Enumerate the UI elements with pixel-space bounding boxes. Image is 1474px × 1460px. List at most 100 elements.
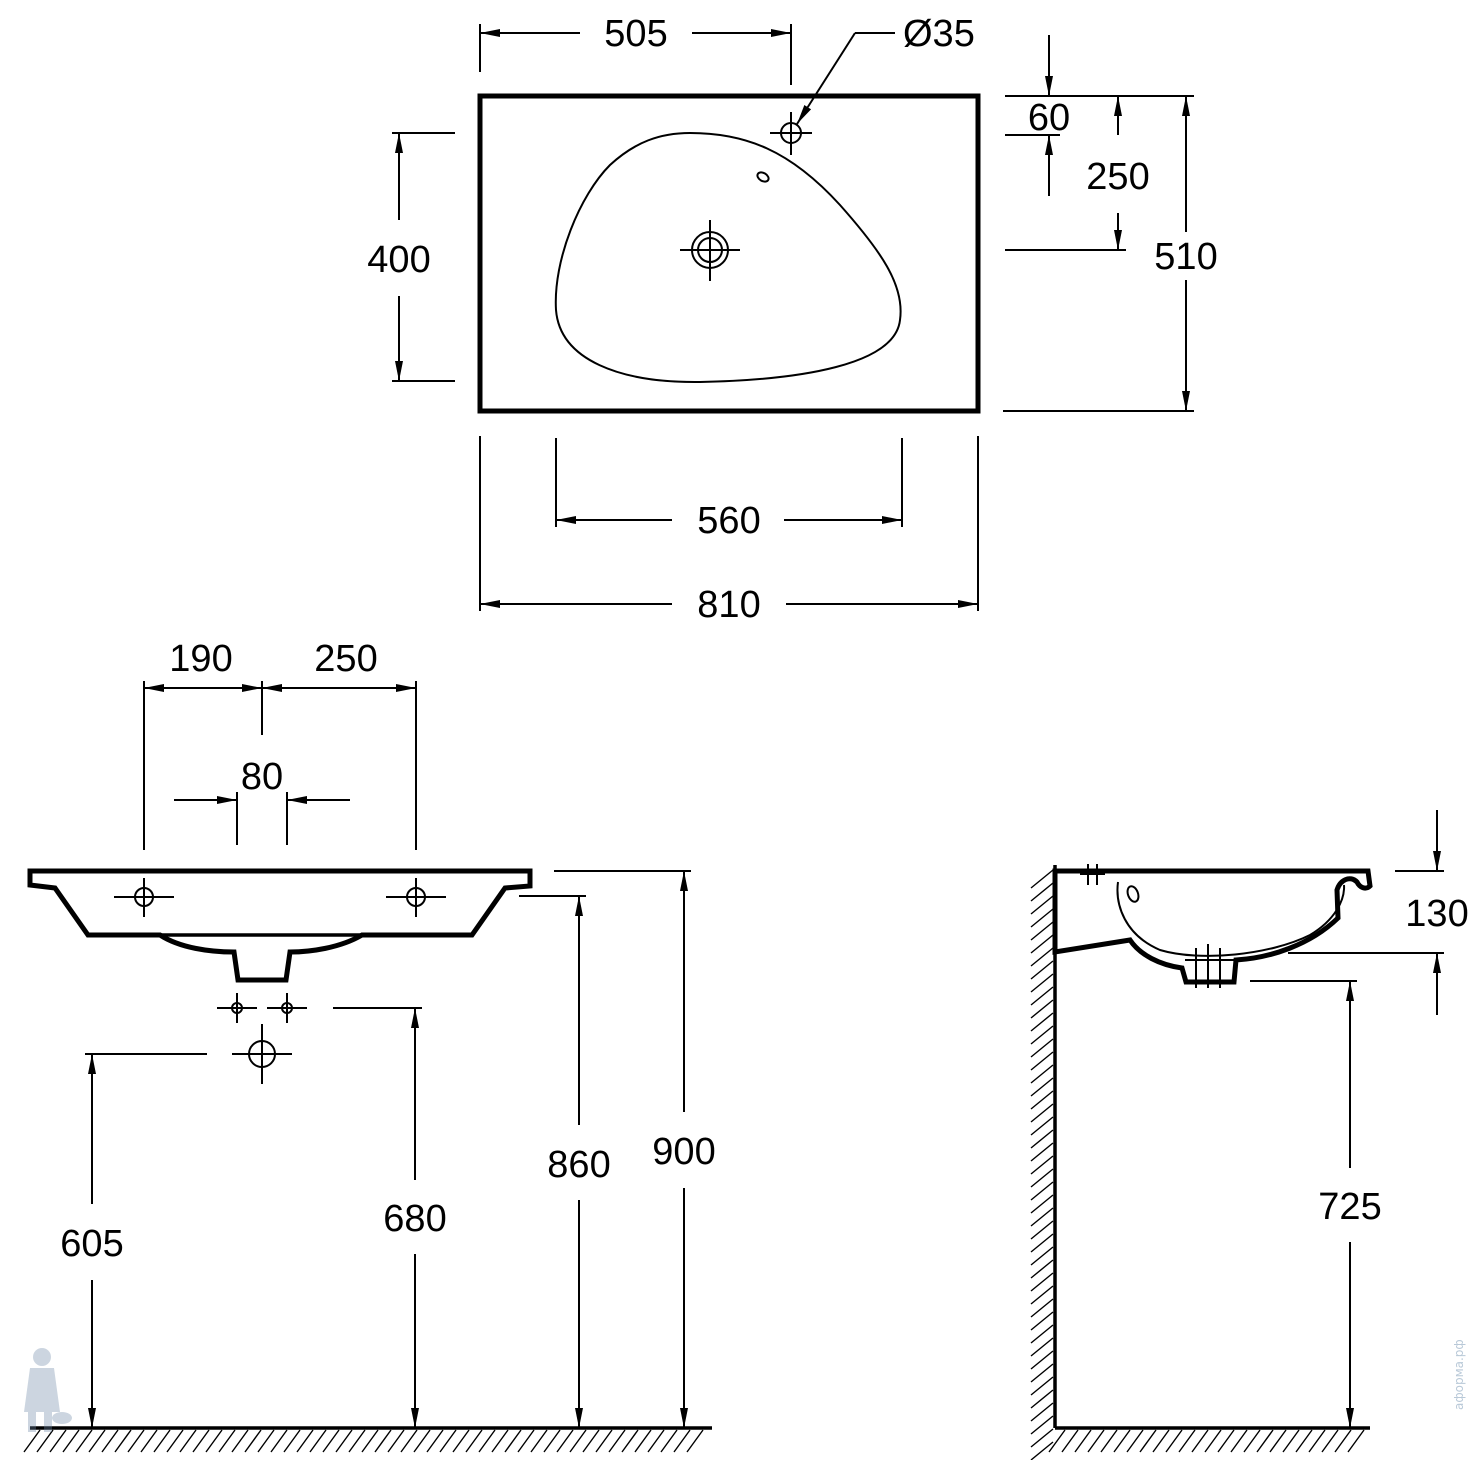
hatch-line xyxy=(257,1429,275,1453)
hatch-line xyxy=(1087,1429,1105,1453)
hatch-line xyxy=(1100,1429,1118,1453)
bowl-outline xyxy=(554,131,902,384)
dim-560: 560 xyxy=(697,500,760,542)
hatch-line xyxy=(75,1429,93,1453)
supply-connection-symbols xyxy=(217,993,307,1023)
hatch-line xyxy=(1030,869,1054,889)
hatch-line xyxy=(205,1429,223,1453)
hatch-line xyxy=(49,1429,67,1453)
hatch-line xyxy=(1217,1429,1235,1453)
hatch-line xyxy=(1074,1429,1092,1453)
dim-605: 605 xyxy=(60,1223,123,1265)
hatch-line xyxy=(1030,1129,1054,1149)
hatch-line xyxy=(400,1429,418,1453)
dim-80: 80 xyxy=(241,756,283,798)
hatch-line xyxy=(1030,1038,1054,1058)
hatch-line xyxy=(504,1429,522,1453)
hatch-line xyxy=(270,1429,288,1453)
hatch-line xyxy=(1243,1429,1261,1453)
hatch-line xyxy=(1030,895,1054,915)
hatch-line xyxy=(660,1429,678,1453)
hatch-line xyxy=(179,1429,197,1453)
basin-outline-front xyxy=(27,868,533,983)
hatch-line xyxy=(1030,1324,1054,1344)
hatch-line xyxy=(608,1429,626,1453)
hatch-line xyxy=(1030,1441,1054,1460)
hatch-line xyxy=(413,1429,431,1453)
hatch-line xyxy=(1030,921,1054,941)
tap-hole-symbol-right xyxy=(386,878,446,917)
dim-250-front: 250 xyxy=(314,638,377,680)
hatch-line xyxy=(322,1429,340,1453)
hatch-line xyxy=(569,1429,587,1453)
hatch-line xyxy=(1030,1233,1054,1253)
hatch-line xyxy=(1030,1194,1054,1214)
hatch-line xyxy=(309,1429,327,1453)
hatch-line xyxy=(530,1429,548,1453)
hatch-line xyxy=(101,1429,119,1453)
hatch-line xyxy=(647,1429,665,1453)
hatch-line xyxy=(244,1429,262,1453)
hatch-line xyxy=(439,1429,457,1453)
hatch-line xyxy=(1321,1429,1339,1453)
floor-hatching-front xyxy=(23,1429,704,1453)
hatch-line xyxy=(1030,1181,1054,1201)
front-view: 190 250 80 605 680 860 900 xyxy=(23,638,716,1453)
side-view: 130 725 xyxy=(1030,810,1469,1460)
dim-505: 505 xyxy=(604,13,667,55)
hatch-line xyxy=(1061,1429,1079,1453)
hatch-line xyxy=(1030,947,1054,967)
dim-diameter-35: Ø35 xyxy=(903,13,975,55)
floor-hatching-side xyxy=(1048,1429,1365,1453)
tap-hole-symbol-left xyxy=(114,878,174,917)
hatch-line xyxy=(465,1429,483,1453)
dim-680: 680 xyxy=(383,1198,446,1240)
hatch-line xyxy=(1178,1429,1196,1453)
waste-connection-symbol xyxy=(232,1024,292,1084)
hatch-line xyxy=(1030,1077,1054,1097)
hatch-line xyxy=(387,1429,405,1453)
dim-810: 810 xyxy=(697,584,760,626)
hatch-line xyxy=(192,1429,210,1453)
hatch-line xyxy=(1030,1051,1054,1071)
hatch-line xyxy=(1347,1429,1365,1453)
hatch-line xyxy=(361,1429,379,1453)
hatch-line xyxy=(1030,908,1054,928)
hatch-line xyxy=(1030,1259,1054,1279)
overflow-hole xyxy=(756,171,770,183)
hatch-line xyxy=(1030,1298,1054,1318)
dim-130: 130 xyxy=(1405,893,1468,935)
hatch-line xyxy=(1269,1429,1287,1453)
hatch-line xyxy=(23,1429,41,1453)
hatch-line xyxy=(1030,1311,1054,1331)
hatch-line xyxy=(543,1429,561,1453)
hatch-line xyxy=(1030,1207,1054,1227)
hatch-line xyxy=(374,1429,392,1453)
hatch-line xyxy=(114,1429,132,1453)
hatch-line xyxy=(1152,1429,1170,1453)
hatch-line xyxy=(1030,1168,1054,1188)
hatch-line xyxy=(452,1429,470,1453)
hatch-line xyxy=(1030,934,1054,954)
hatch-line xyxy=(1030,1025,1054,1045)
hatch-line xyxy=(686,1429,704,1453)
hatch-line xyxy=(1113,1429,1131,1453)
hatch-line xyxy=(1030,1415,1054,1435)
hatch-line xyxy=(296,1429,314,1453)
hatch-line xyxy=(1204,1429,1222,1453)
hatch-line xyxy=(1165,1429,1183,1453)
hatch-line xyxy=(1030,1376,1054,1396)
hatch-line xyxy=(621,1429,639,1453)
drain-symbol xyxy=(680,220,740,281)
tap-hole-symbol xyxy=(770,112,812,155)
dim-860: 860 xyxy=(547,1144,610,1186)
hatch-line xyxy=(1030,960,1054,980)
dim-510: 510 xyxy=(1154,236,1217,278)
basin-outline-side xyxy=(1052,868,1373,985)
top-view: 505 Ø35 60 250 510 400 560 xyxy=(367,13,1217,626)
hatch-line xyxy=(1030,882,1054,902)
hatch-line xyxy=(517,1429,535,1453)
dim-60: 60 xyxy=(1028,97,1070,139)
hatch-line xyxy=(1030,1272,1054,1292)
